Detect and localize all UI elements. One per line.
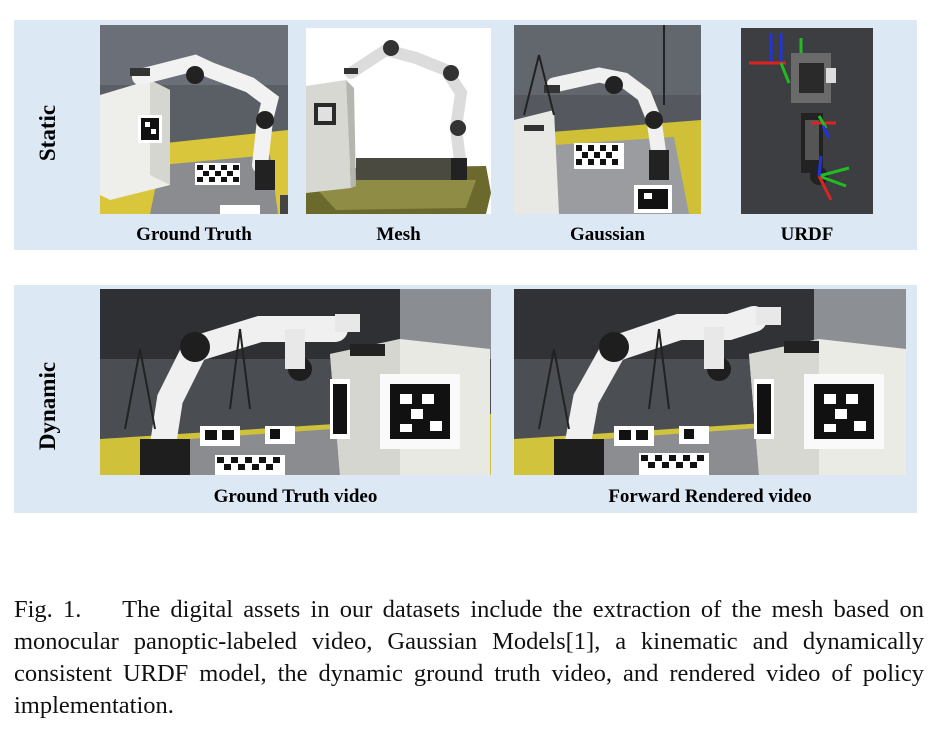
mesh-caption: Mesh (376, 224, 421, 245)
mesh-image (306, 28, 491, 214)
figure-caption: Fig. 1. The digital assets in our datase… (14, 594, 924, 722)
figure-label: Fig. 1. (14, 596, 82, 623)
forward-rendered-video-frame (514, 289, 906, 475)
forward-rendered-video-caption: Forward Rendered video (608, 486, 812, 507)
ground-truth-video-frame (100, 289, 491, 475)
gaussian-caption: Gaussian (570, 224, 645, 245)
static-row-label: Static (35, 104, 60, 162)
dynamic-row-label: Dynamic (35, 361, 60, 451)
urdf-image (741, 28, 873, 214)
gaussian-image (514, 25, 701, 214)
figure-caption-text: The digital assets in our datasets inclu… (14, 596, 924, 719)
ground-truth-image (100, 25, 288, 214)
urdf-caption: URDF (780, 224, 834, 245)
ground-truth-caption: Ground Truth (136, 224, 252, 245)
ground-truth-video-caption: Ground Truth video (213, 486, 378, 507)
